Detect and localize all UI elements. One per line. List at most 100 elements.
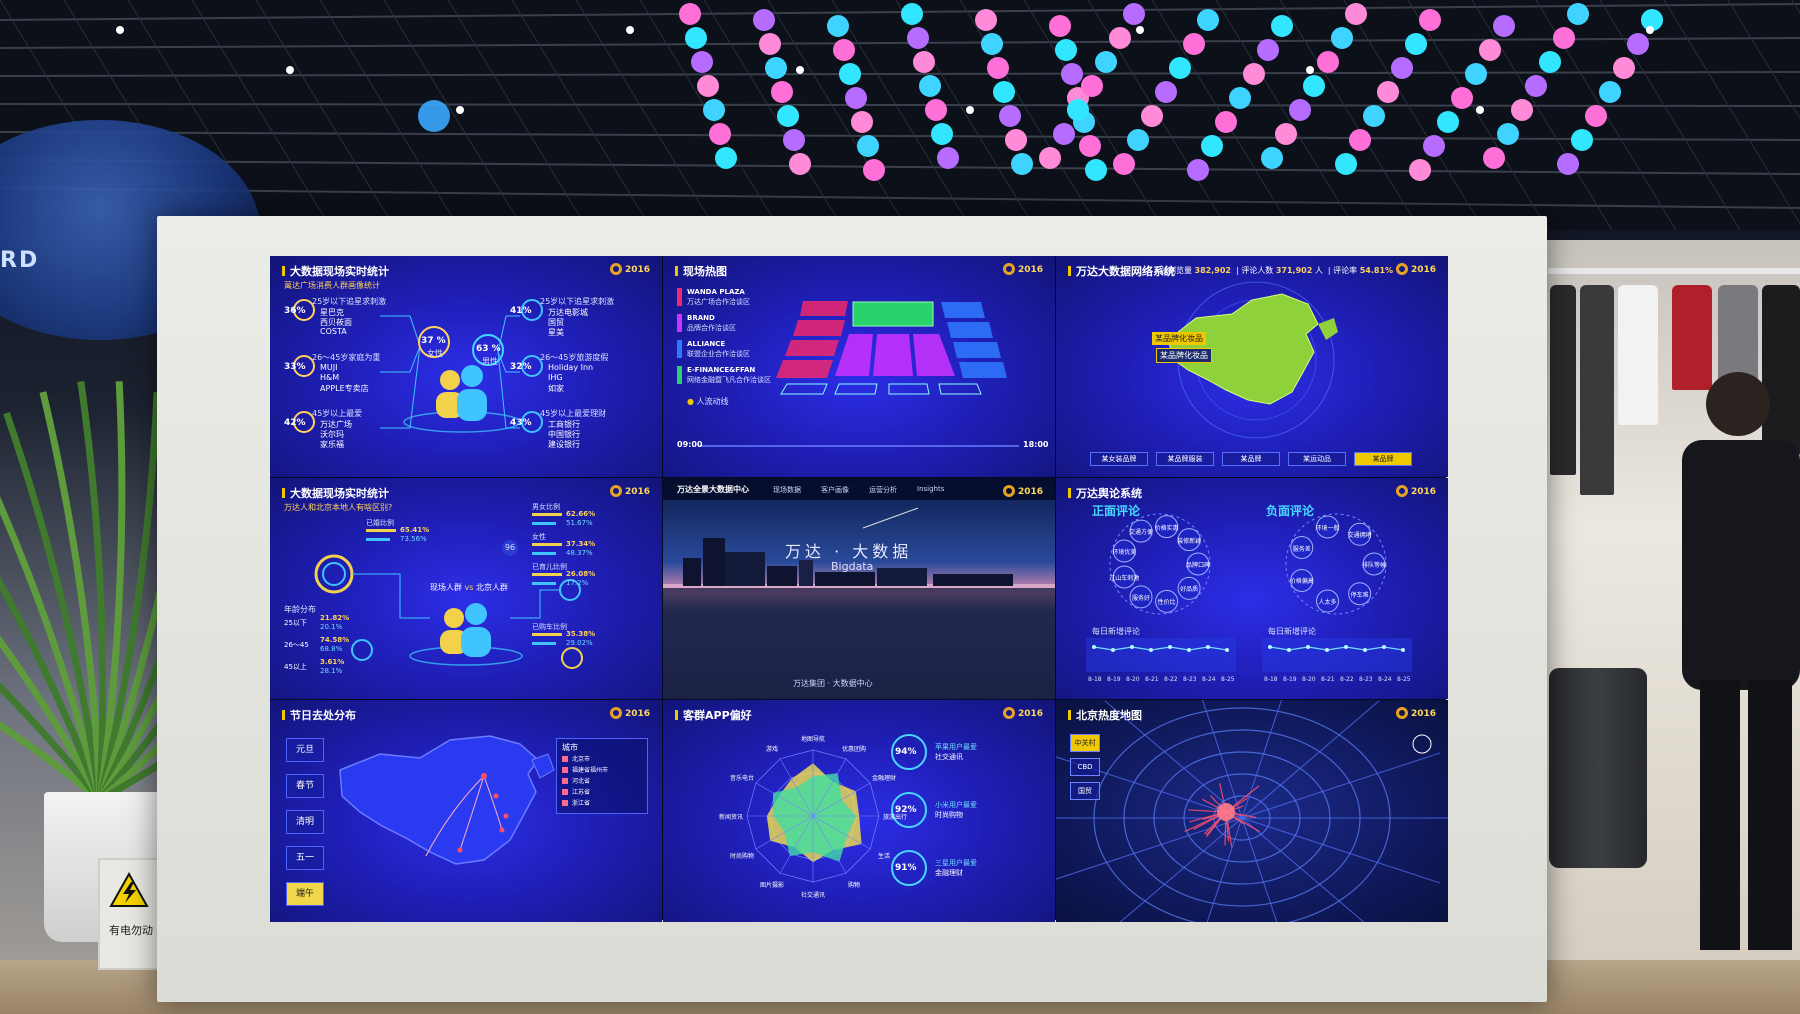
age-value-a: 21.82%: [320, 614, 349, 622]
brand-tab[interactable]: 某品牌: [1222, 452, 1280, 466]
compass-icon: [1413, 735, 1431, 753]
ceiling-ball-light: [1497, 123, 1519, 145]
positive-trend-point: [1130, 645, 1134, 649]
ceiling-ball-light: [1553, 27, 1575, 49]
ceiling-ball-light: [1067, 99, 1089, 121]
radar-axis-label: 时尚购物: [722, 851, 762, 860]
ceiling-ball-light: [931, 123, 953, 145]
ceiling-ball-light: [1345, 3, 1367, 25]
ceiling-ball-light: [1377, 81, 1399, 103]
stat-label: 小米用户最爱: [935, 800, 977, 810]
spot-light: [456, 106, 464, 114]
ceiling-ball-light: [1331, 27, 1353, 49]
ceiling-ball-light: [685, 27, 707, 49]
metric-value-b: 29.02%: [566, 639, 593, 647]
radial-road: [1242, 753, 1440, 818]
ceiling-ball-light: [1127, 129, 1149, 151]
ceiling-ball-light: [753, 9, 775, 31]
negative-date-tick: 8-22: [1340, 676, 1354, 683]
city-skyline-night-photo: [663, 478, 1055, 699]
negative-trend-point: [1306, 645, 1310, 649]
metric-bar-a: [532, 543, 562, 546]
district-tag[interactable]: 中关村: [1070, 734, 1100, 752]
panel-wanda-vs-beijing: 大数据现场实时统计 2016 万达人和北京本地人有啥区别? 现场人群 vs 北京…: [270, 478, 662, 699]
ceiling-ball-light: [1479, 39, 1501, 61]
high-voltage-warning-icon: [109, 872, 149, 908]
brand-tab[interactable]: 某运动品: [1288, 452, 1346, 466]
panel-app-preference: 客群APP偏好 2016 地图导航优惠团购金融理财旅游出行生活购物社交通讯图片摄…: [663, 700, 1055, 922]
positive-node-label: 服务好: [1123, 593, 1159, 602]
positive-date-tick: 8-20: [1126, 676, 1140, 683]
metric-bar-b: [532, 552, 556, 555]
negative-node-label: 停车难: [1342, 590, 1378, 599]
metric-label: 已购车比例: [532, 622, 567, 632]
ceiling-ball-light: [1257, 39, 1279, 61]
panel-network-system: 万达大数据网络系统 2016 总浏览量 382,902 | 评论人数 371,9…: [1056, 256, 1448, 477]
positive-trend-point: [1092, 645, 1096, 649]
standing-man-in-suit: [1652, 370, 1800, 960]
brand-tab[interactable]: 某女装品牌: [1090, 452, 1148, 466]
spot-light: [796, 66, 804, 74]
brand-tab[interactable]: 某品牌: [1354, 452, 1412, 466]
positive-trend-point: [1225, 648, 1229, 652]
ceiling-ball-light: [1055, 39, 1077, 61]
negative-date-tick: 8-18: [1264, 676, 1278, 683]
legend-swatch: [562, 756, 568, 762]
metric-bar-b: [532, 642, 556, 645]
warning-sign-text: 有电勿动: [102, 922, 160, 938]
age-range: 25以下: [284, 618, 307, 628]
legend-city: 河北省: [572, 776, 590, 785]
ceiling-ball-light: [1335, 153, 1357, 175]
hero-title: 万达 · 大数据: [785, 538, 912, 562]
legend-city: 北京市: [572, 754, 590, 763]
ceiling-ball-light: [1419, 9, 1441, 31]
negative-trend-point: [1325, 648, 1329, 652]
metric-value-a: 62.66%: [566, 510, 595, 518]
ceiling-ball-light: [987, 57, 1009, 79]
ceiling-ball-light: [1571, 129, 1593, 151]
ceiling-ball-light: [1627, 33, 1649, 55]
ceiling-ball-light: [857, 135, 879, 157]
district-tag[interactable]: 国贸: [1070, 782, 1100, 800]
ceiling-truss-lights: [0, 0, 1800, 230]
negative-node-label: 环境一般: [1310, 523, 1346, 532]
footer-text: 万达集团 · 大数据中心: [793, 678, 873, 689]
negative-chart-area: [1262, 638, 1412, 672]
negative-trend-point: [1287, 648, 1291, 652]
negative-chart-label: 每日新增评论: [1268, 626, 1316, 637]
metric-value-b: 48.37%: [566, 549, 593, 557]
panel-city-hero: 万达全景大数据中心 现场数据客户画像运营分析Insights 2016 万达 ·…: [663, 478, 1055, 699]
ceiling-ball-light: [1423, 135, 1445, 157]
venue-floorplan-heatmap: [663, 256, 1055, 477]
metric-value-a: 65.41%: [400, 526, 429, 534]
positive-node-label: 环境优美: [1106, 547, 1142, 556]
map-tag: 某品牌化妆品: [1156, 348, 1212, 363]
person-leg: [1748, 680, 1792, 950]
ceiling-ball-light: [1261, 147, 1283, 169]
person-suit-jacket: [1682, 440, 1800, 690]
age-value-b: 20.1%: [320, 623, 342, 631]
ceiling-ball-light: [1141, 105, 1163, 127]
negative-node-label: 人太多: [1310, 597, 1346, 606]
metric-bar-a: [532, 513, 562, 516]
negative-date-tick: 8-20: [1302, 676, 1316, 683]
brand-tab[interactable]: 某品牌服装: [1156, 452, 1214, 466]
metric-value-b: 17.2%: [566, 579, 588, 587]
district-tag[interactable]: CBD: [1070, 758, 1100, 776]
ceiling-ball-light: [833, 39, 855, 61]
panel-public-opinion: 万达舆论系统 2016 正面评论 负面评论 品牌口碑好品质性价比服务好过山车刺激…: [1056, 478, 1448, 699]
ceiling-ball-light: [1363, 105, 1385, 127]
radar-axis-label: 游戏: [752, 744, 792, 753]
radar-axis-label: 社交通讯: [793, 890, 833, 899]
ceiling-ball-light: [993, 81, 1015, 103]
radar-axis-label: 金融理财: [864, 773, 904, 782]
panel-venue-heatmap: 现场热图 2016 WANDA PLAZA万达广场合作洽谈区BRAND品牌合作洽…: [663, 256, 1055, 477]
ceiling-ball-light: [1113, 153, 1135, 175]
ceiling-ball-light: [1405, 33, 1427, 55]
ceiling-ball-light: [1303, 75, 1325, 97]
ceiling-ball-light: [691, 51, 713, 73]
radar-axis-label: 图片摄影: [752, 880, 792, 889]
panel-consumer-profile: 大数据现场实时统计 2016 萬达广场消费人群画像统计 36%25岁以下追星求刺…: [270, 256, 662, 477]
ceiling-ball-light: [1409, 159, 1431, 181]
metric-bar-b: [532, 582, 556, 585]
